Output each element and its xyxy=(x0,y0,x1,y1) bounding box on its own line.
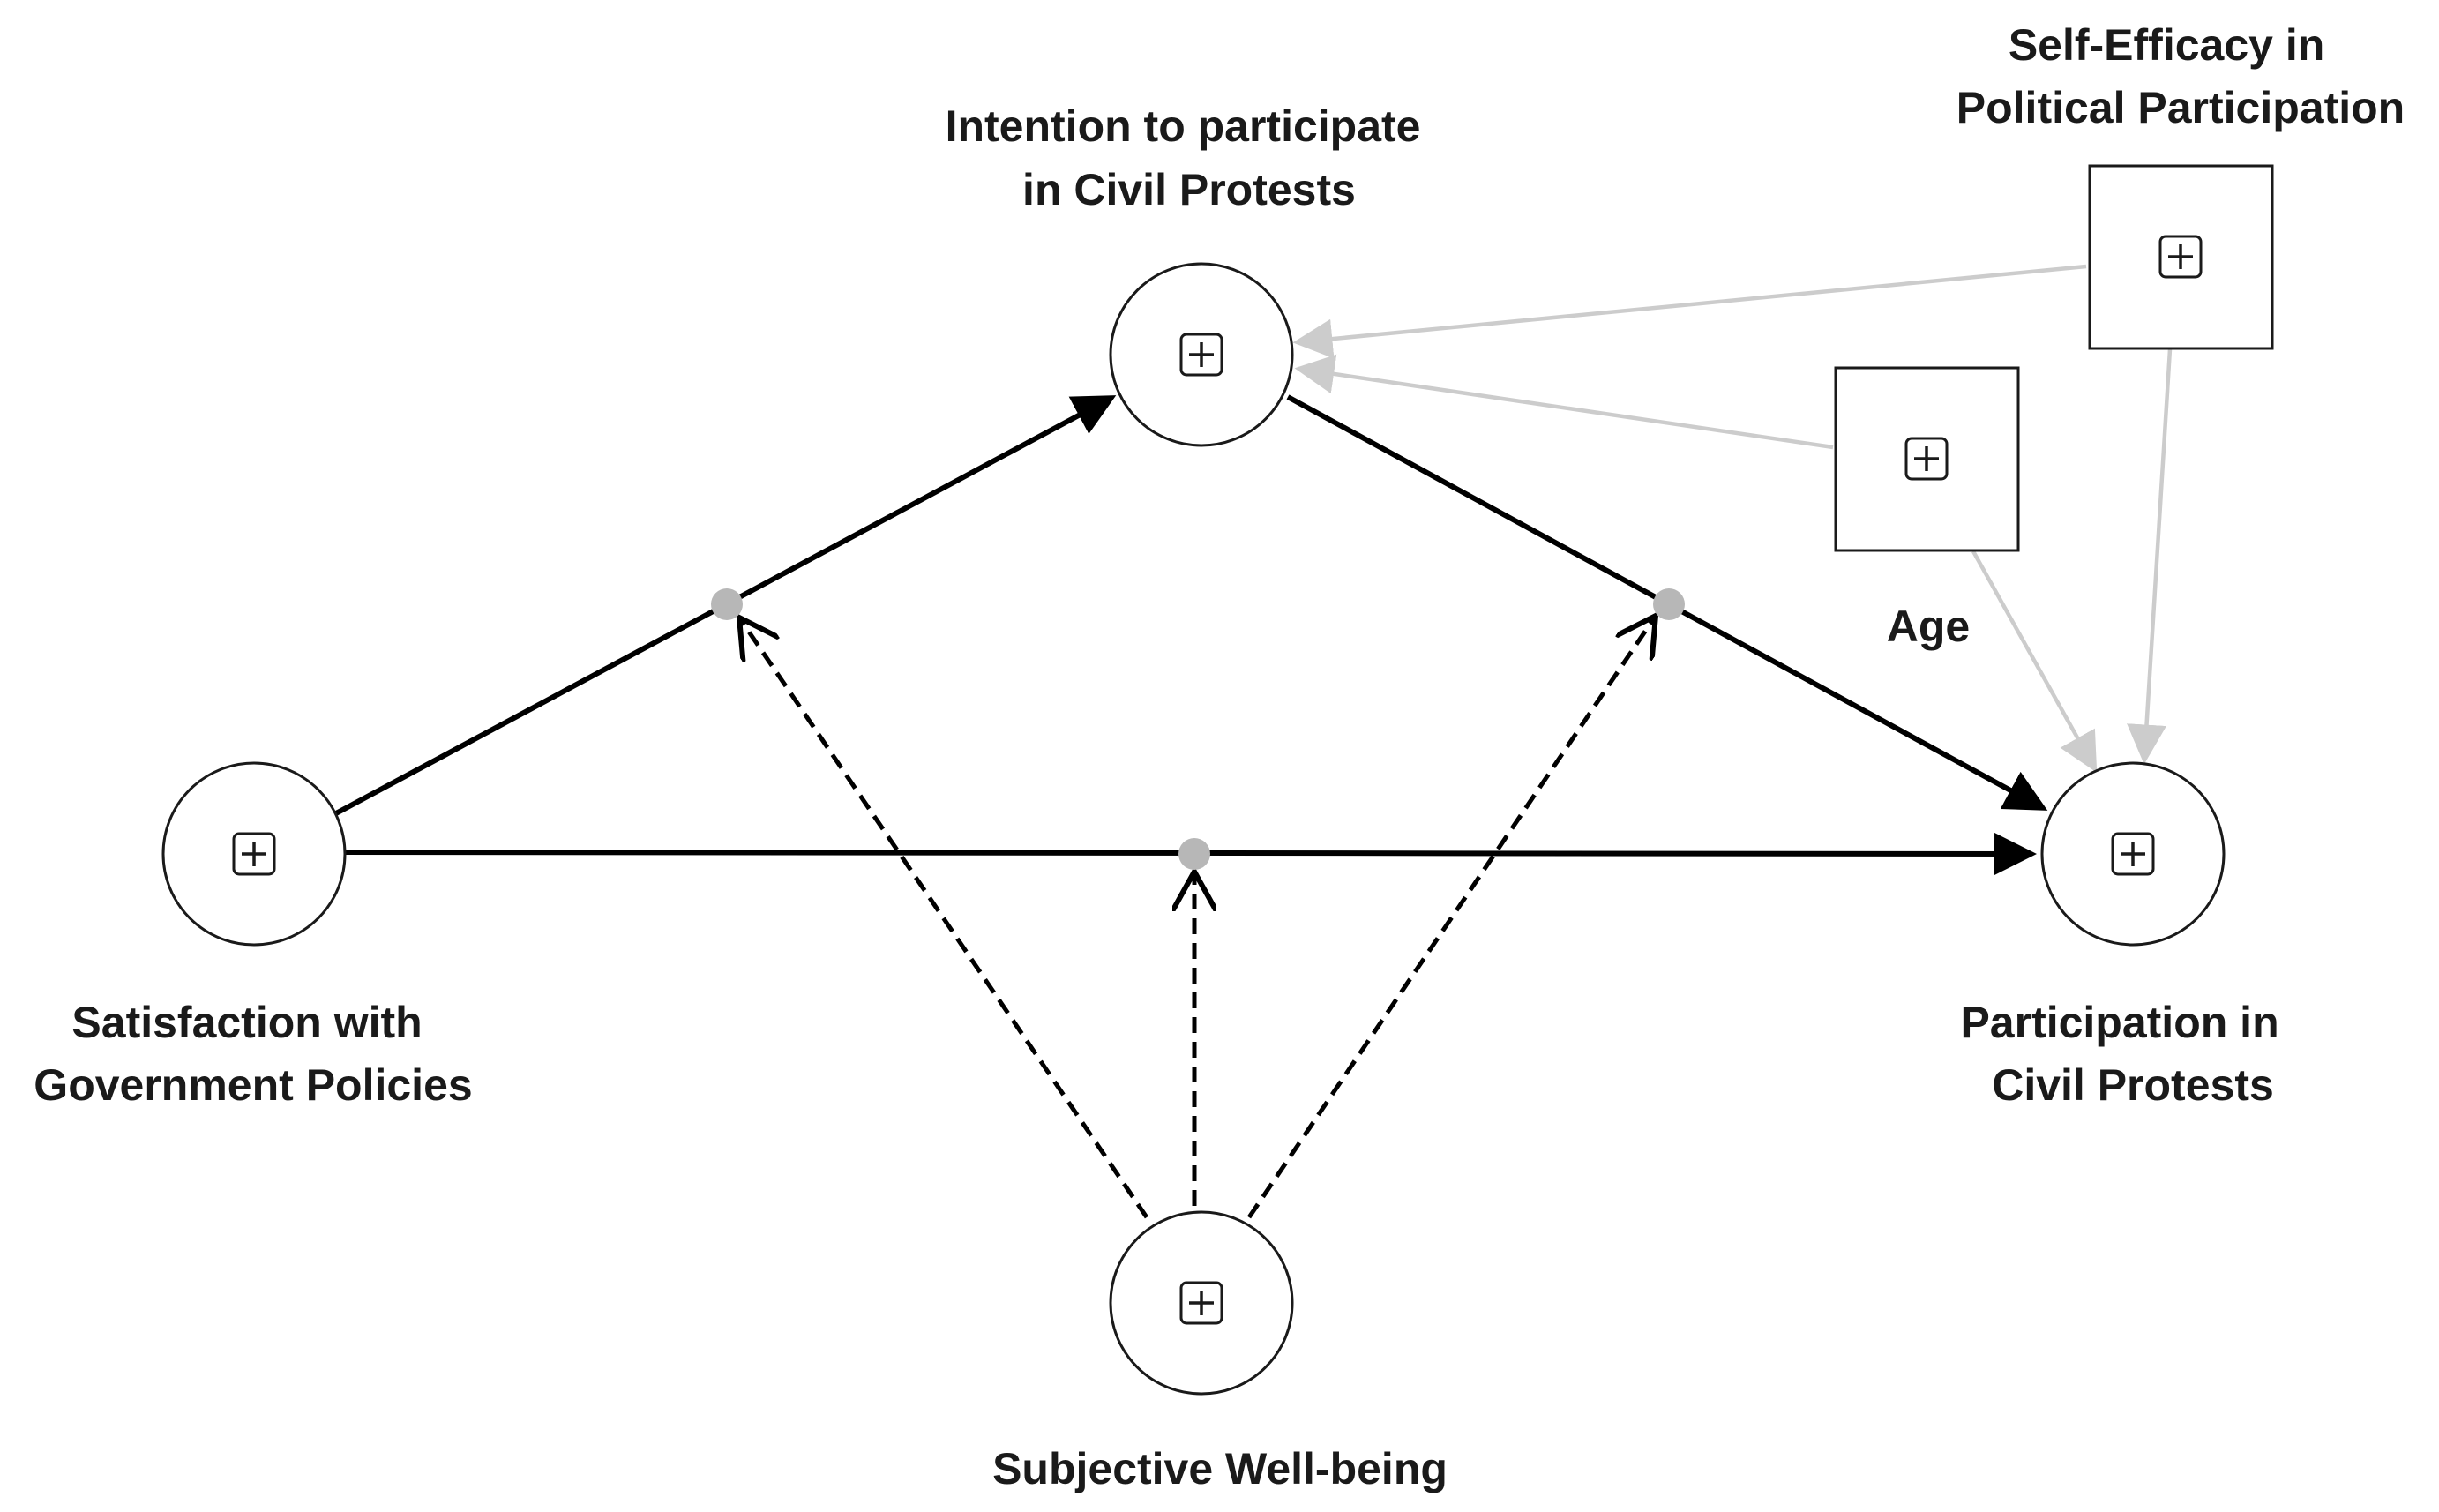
label-participation-line-1: Participation in xyxy=(1960,998,2278,1047)
node-age[interactable]: Age xyxy=(1834,366,2020,651)
svg-text:Subjective Well-being: Subjective Well-being xyxy=(992,1444,1448,1493)
node-intention[interactable]: Intention to participate in Civil Protes… xyxy=(946,101,1433,447)
svg-text:Satisfaction with Govern: Satisfaction with Government Policies xyxy=(34,998,472,1110)
path-age-to-intention xyxy=(1294,354,1834,450)
label-intention-line-2: in Civil Protests xyxy=(1022,165,1356,214)
path-age-to-participation xyxy=(1971,550,2098,773)
moderator-dot-satisfaction-intention xyxy=(711,588,743,620)
svg-text:Intention to participate: Intention to participate in Civil Protes… xyxy=(946,101,1433,214)
svg-text:Self-Efficacy in Politic: Self-Efficacy in Political Participation xyxy=(1956,20,2405,132)
control-paths xyxy=(1292,264,2173,773)
label-satisfaction-line-2: Government Policies xyxy=(34,1060,472,1110)
label-self-efficacy-line-2: Political Participation xyxy=(1956,83,2405,132)
node-participation[interactable]: Participation in Civil Protests xyxy=(1960,761,2291,1110)
node-wellbeing[interactable]: Subjective Well-being xyxy=(992,1210,1448,1493)
moderator-dot-intention-participation xyxy=(1653,588,1685,620)
label-age: Age xyxy=(1887,602,1970,651)
svg-text:Age: Age xyxy=(1887,602,1970,651)
moderator-dots xyxy=(711,588,1685,870)
plus-in-square-icon[interactable] xyxy=(1179,1281,1223,1325)
label-wellbeing: Subjective Well-being xyxy=(992,1444,1448,1493)
path-wellbeing-moderates-intention-participation xyxy=(1246,616,1656,1219)
label-self-efficacy-line-1: Self-Efficacy in xyxy=(2009,20,2324,70)
label-satisfaction-line-1: Satisfaction with xyxy=(71,998,422,1047)
plus-in-square-icon[interactable] xyxy=(232,832,276,876)
path-self-efficacy-to-intention xyxy=(1292,264,2087,359)
moderator-dot-satisfaction-participation xyxy=(1178,838,1210,870)
label-intention-line-1: Intention to participate xyxy=(946,101,1421,151)
node-satisfaction[interactable]: Satisfaction with Government Policies xyxy=(34,761,473,1110)
plus-in-square-icon[interactable] xyxy=(2158,235,2203,279)
label-participation-line-2: Civil Protests xyxy=(1992,1060,2274,1110)
path-self-efficacy-to-participation xyxy=(2127,348,2173,765)
plus-in-square-icon[interactable] xyxy=(1904,437,1949,481)
structural-paths xyxy=(334,394,2048,875)
node-self-efficacy[interactable]: Self-Efficacy in Political Participation xyxy=(1956,20,2405,350)
moderation-paths xyxy=(739,616,1656,1219)
path-wellbeing-moderates-satisfaction-intention xyxy=(739,618,1149,1219)
svg-text:Participation in Civil P: Participation in Civil Protests xyxy=(1960,998,2291,1110)
plus-in-square-icon[interactable] xyxy=(1179,333,1223,377)
plus-in-square-icon[interactable] xyxy=(2111,832,2155,876)
